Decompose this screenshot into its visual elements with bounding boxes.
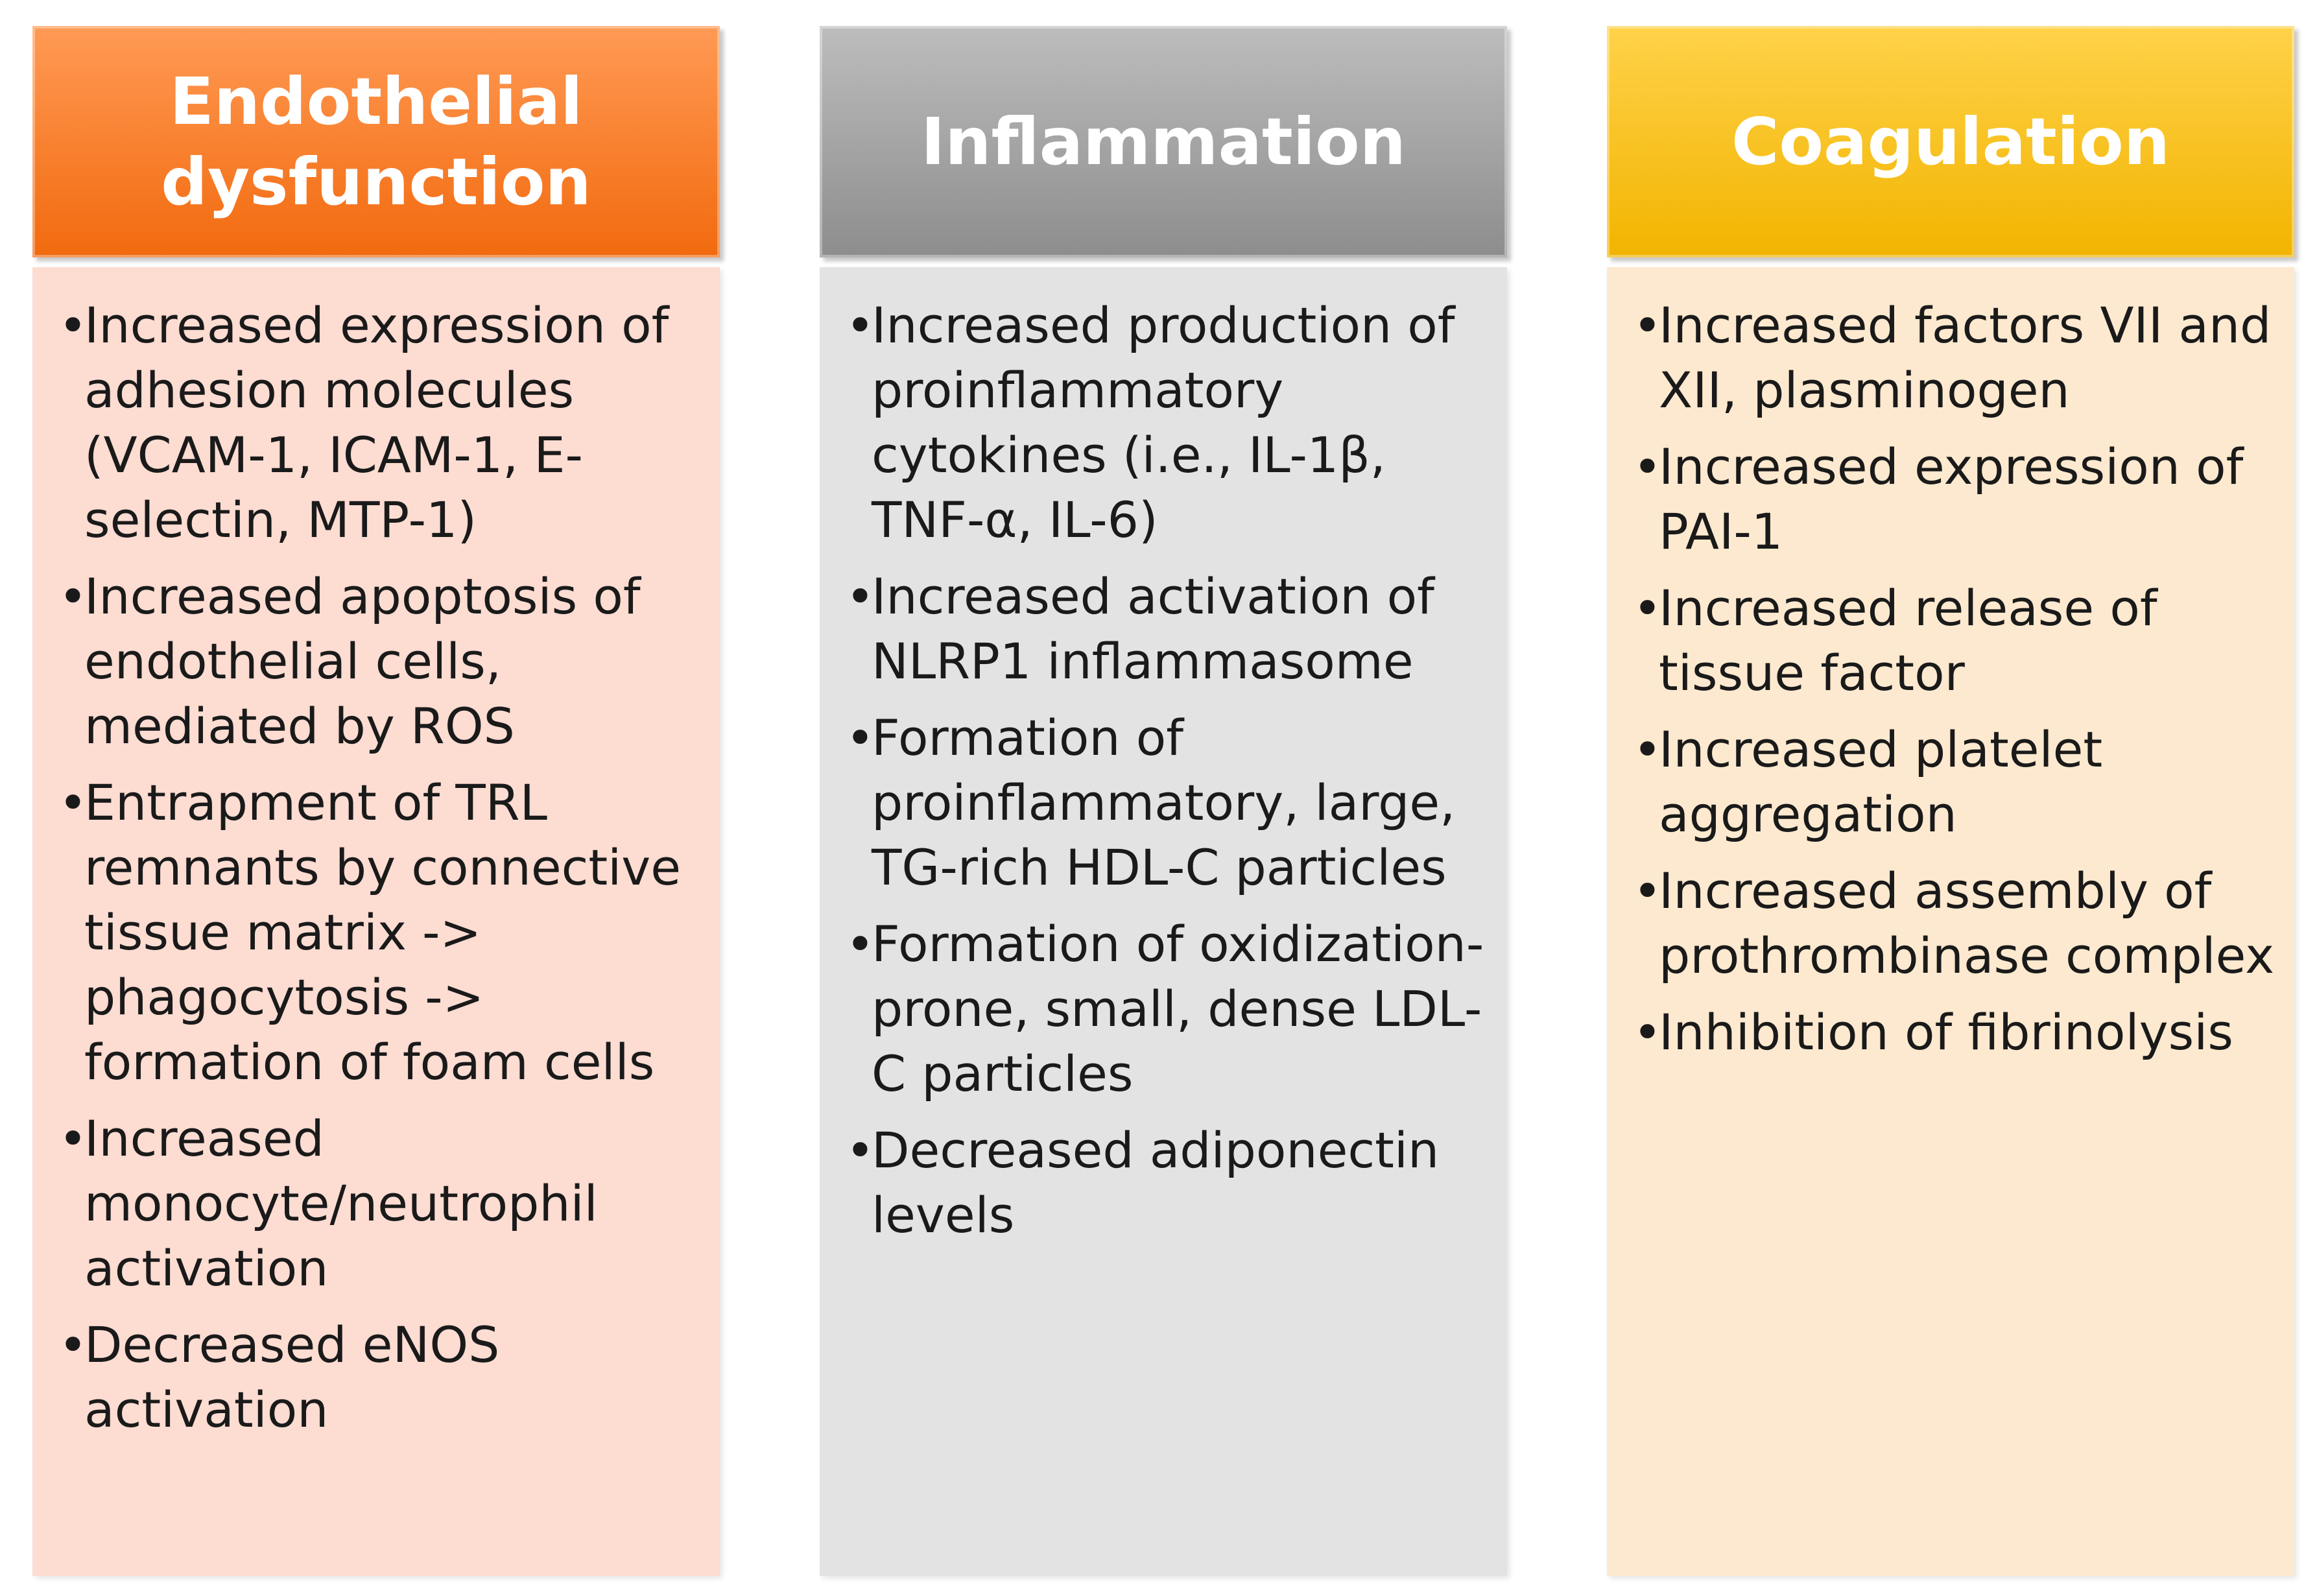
coagulation-header: Coagulation [1607,26,2294,257]
list-item: Increased expression of adhesion molecul… [58,293,704,553]
endothelial-dysfunction-header: Endothelial dysfunction [32,26,720,257]
inflammation-title: Inflammation [921,103,1406,180]
endothelial-dysfunction-list: Increased expression of adhesion molecul… [58,293,704,1442]
list-item: Increased factors VII and XII, plasminog… [1633,293,2279,423]
list-item: Formation of proinflammatory, large, TG-… [846,706,1491,900]
coagulation-title: Coagulation [1731,103,2170,180]
inflammation-header: Inflammation [820,26,1507,257]
list-item: Decreased eNOS activation [58,1313,704,1442]
list-item: Increased activation of NLRP1 inflammaso… [846,564,1491,694]
inflammation-list: Increased production of proinflammatory … [846,293,1491,1248]
list-item: Increased monocyte/neutrophil activation [58,1106,704,1301]
inflammation-body: Increased production of proinflammatory … [820,267,1507,1576]
inflammation-column: Inflammation Increased production of pro… [820,26,1507,1576]
list-item: Increased release of tissue factor [1633,576,2279,706]
list-item: Increased apoptosis of endothelial cells… [58,564,704,759]
list-item: Entrapment of TRL remnants by connective… [58,770,704,1095]
list-item: Inhibition of fibrinolysis [1633,1000,2279,1065]
list-item: Increased expression of PAI-1 [1633,435,2279,564]
endothelial-dysfunction-body: Increased expression of adhesion molecul… [32,267,720,1576]
list-item: Increased assembly of prothrombinase com… [1633,859,2279,988]
coagulation-column: Coagulation Increased factors VII and XI… [1607,26,2294,1576]
list-item: Increased production of proinflammatory … [846,293,1491,553]
list-item: Decreased adiponectin levels [846,1118,1491,1248]
endothelial-dysfunction-title: Endothelial dysfunction [161,63,591,220]
endothelial-dysfunction-column: Endothelial dysfunction Increased expres… [32,26,720,1576]
list-item: Increased platelet aggregation [1633,717,2279,847]
coagulation-list: Increased factors VII and XII, plasminog… [1633,293,2279,1065]
coagulation-body: Increased factors VII and XII, plasminog… [1607,267,2294,1576]
list-item: Formation of oxidization-prone, small, d… [846,912,1491,1106]
